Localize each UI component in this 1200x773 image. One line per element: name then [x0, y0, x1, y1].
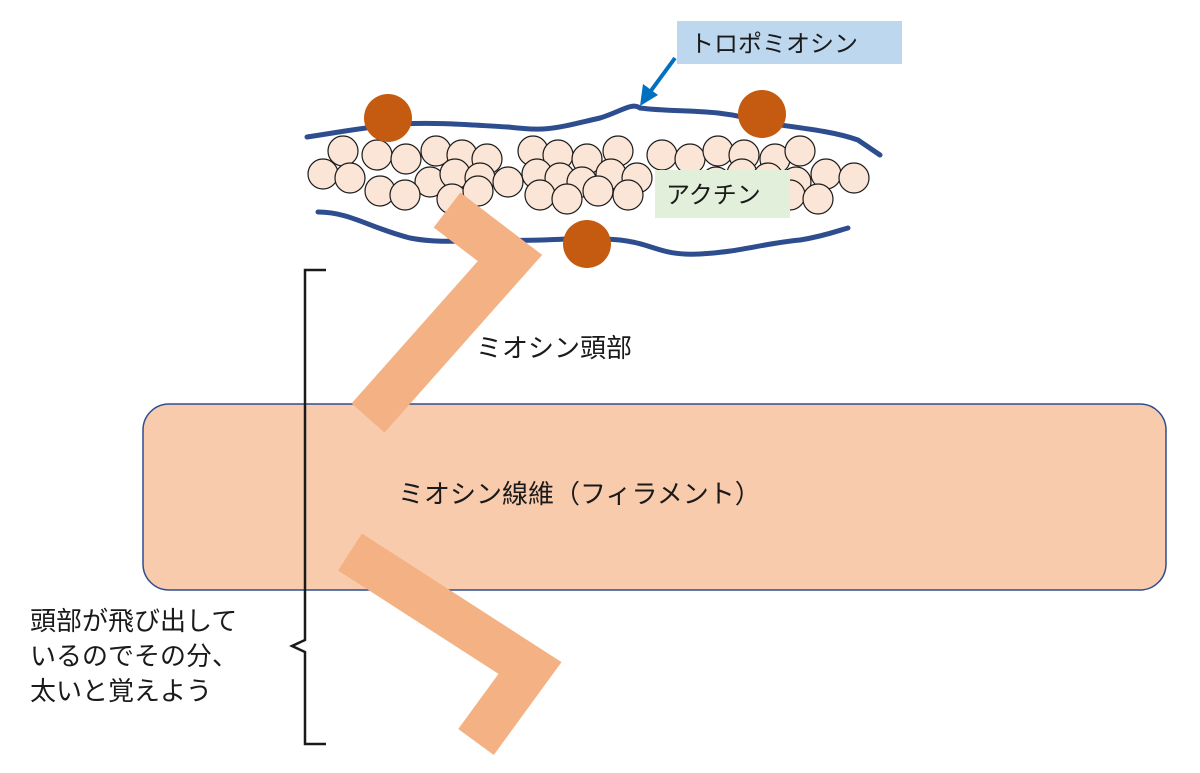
actin-label: アクチン [666, 181, 761, 209]
actin-bead [390, 143, 422, 175]
actin-bead [646, 139, 678, 171]
tropomyosin-strand-lower [315, 209, 851, 257]
actin-bead [551, 183, 583, 215]
actin-bead [838, 162, 870, 194]
actin-bead [334, 162, 366, 194]
troponin-ball [563, 220, 611, 268]
actin-bead [492, 166, 524, 198]
actin-bead [389, 179, 421, 211]
troponin-ball [738, 90, 786, 138]
actin-bead [582, 175, 614, 207]
actin-bead [802, 183, 834, 215]
note-line-3: 太いと覚えよう [30, 677, 212, 707]
actin-label-box [655, 170, 790, 218]
tropomyosin-label: トロポミオシン [690, 30, 858, 58]
troponin-ball [364, 94, 412, 142]
actin-bead [524, 179, 556, 211]
tropomyosin-arrow [648, 56, 677, 94]
myosin-head-label: ミオシン頭部 [476, 334, 632, 364]
actin-bead [307, 158, 339, 190]
brace-bracket [289, 268, 326, 746]
actin-bead [674, 143, 706, 175]
actin-bead [327, 135, 359, 167]
actin-bead [612, 179, 644, 211]
myosin-head-lower [338, 533, 562, 755]
arrow-head-icon [640, 84, 658, 106]
myosin-filament [142, 403, 1167, 591]
note-line-2: いるのでその分、 [30, 642, 238, 672]
note-line-1: 頭部が飛び出して [30, 607, 237, 637]
tropomyosin-label-box [677, 21, 902, 64]
myosin-filament-label: ミオシン線維（フィラメント） [398, 480, 761, 510]
actin-bead [361, 139, 393, 171]
actin-bead [702, 135, 734, 167]
myosin-head-upper [351, 192, 543, 433]
actin-bead [784, 135, 816, 167]
